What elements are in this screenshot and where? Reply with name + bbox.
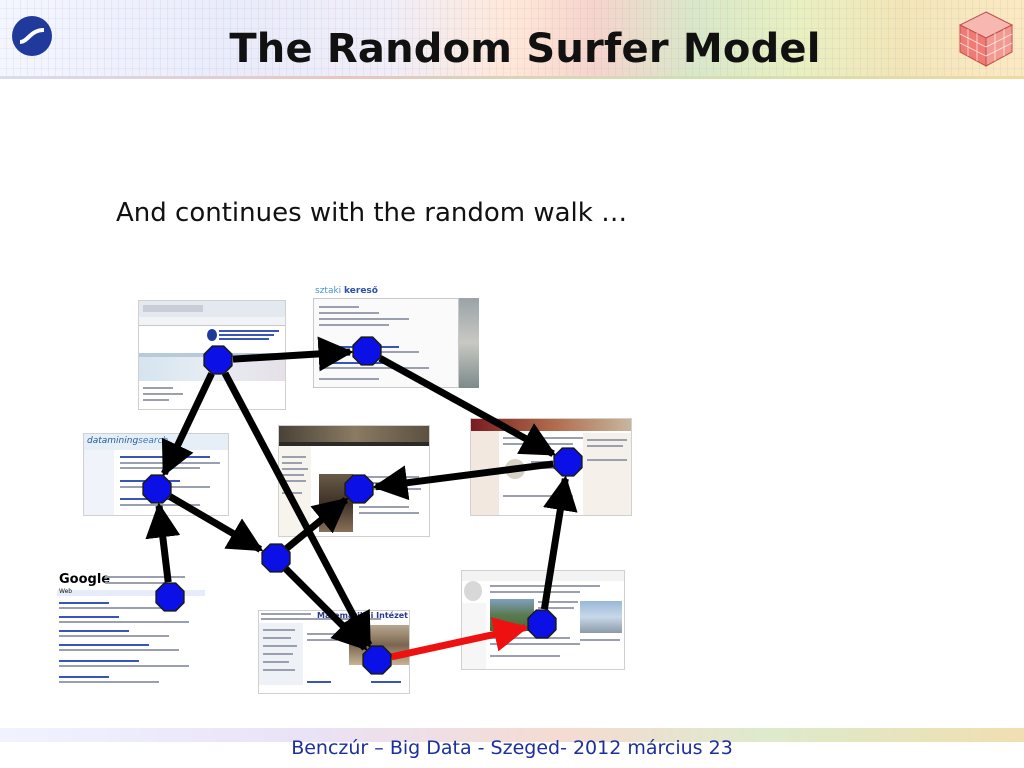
graph-node-n5 (344, 474, 374, 504)
header-divider (0, 76, 1024, 79)
datamining-search-text: search (138, 436, 169, 446)
datamining-brand-text: datamining (87, 436, 139, 446)
sztaki-brand-text: sztaki (315, 286, 342, 296)
edge-n1-n2 (232, 336, 354, 372)
graph-node-n8 (362, 645, 392, 675)
page-title: The Random Surfer Model (229, 26, 821, 72)
edge-n1-n3 (161, 372, 215, 477)
edge-n7-n5 (284, 497, 349, 552)
footer-band (0, 728, 1024, 742)
google-logo-text: Google (59, 572, 111, 587)
graph-node-n6 (261, 543, 291, 573)
edge-n1-n6 (221, 371, 373, 649)
edge-n8-n10 (390, 617, 529, 661)
graph-node-n1 (203, 345, 233, 375)
kereso-brand-text: kereső (344, 286, 378, 296)
sztaki-logo-icon (12, 16, 52, 56)
header-texture (0, 0, 1024, 78)
edge-n2-n4 (378, 355, 557, 457)
graph-node-n10 (527, 609, 557, 639)
slide-subtitle: And continues with the random walk … (116, 198, 628, 228)
edge-n10-n4 (540, 475, 578, 610)
graph-node-n9 (155, 582, 185, 612)
header-band (0, 0, 1024, 78)
edge-n4-n5 (372, 460, 554, 501)
graph-node-n3 (142, 474, 172, 504)
cube-logo-icon (958, 11, 1014, 67)
google-web-label: Web (59, 588, 73, 595)
footer-text: Benczúr – Big Data - Szeged- 2012 márciu… (291, 737, 733, 759)
graph-node-n4 (553, 447, 583, 477)
edge-n9-n3 (145, 502, 181, 583)
edge-n7-n8 (283, 566, 368, 651)
graph-node-n2 (352, 336, 382, 366)
edge-n3-n7 (168, 493, 264, 553)
